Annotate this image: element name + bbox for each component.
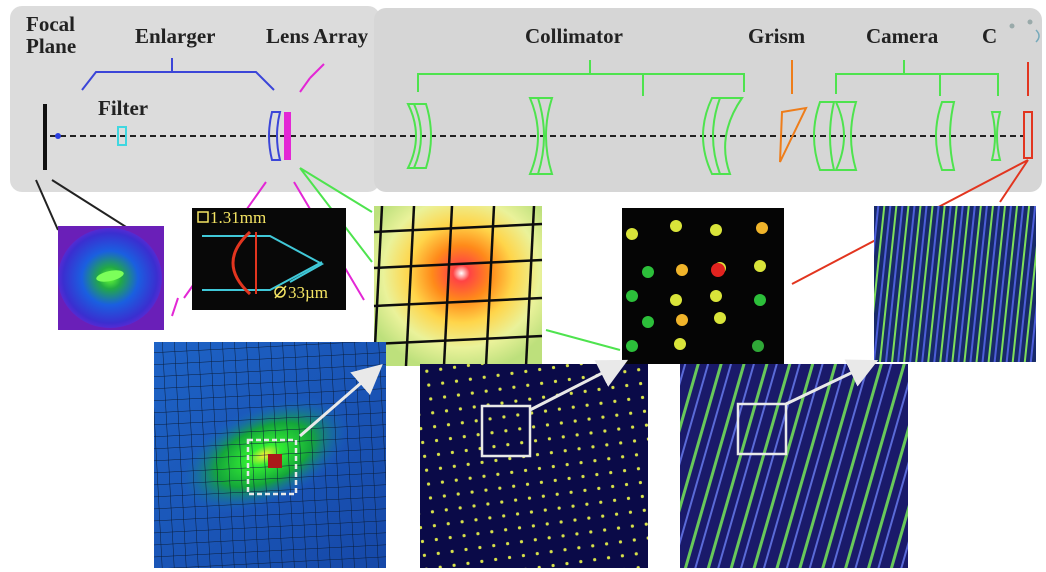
- spot-dot: [670, 220, 682, 232]
- focal-plane-label-1: Focal: [26, 12, 75, 36]
- spot-dot: [714, 312, 726, 324]
- center-spot-dot: [711, 263, 725, 277]
- background-panels: [10, 6, 1042, 192]
- spot-dot: [676, 314, 688, 326]
- spot-array-inset: [622, 208, 784, 364]
- grism-label: Grism: [748, 24, 806, 48]
- spectrum-zoom-inset: [874, 206, 1036, 362]
- focal-plane-label-2: Plane: [26, 34, 77, 58]
- camera-lenses: [813, 101, 1002, 171]
- inset-diameter-label: 33µm: [288, 283, 329, 302]
- filter-label: Filter: [98, 96, 149, 120]
- psf-inset: [58, 226, 164, 330]
- artifact-glyph: [1009, 19, 1040, 43]
- spot-dot: [642, 316, 654, 328]
- enlarger-lens: [268, 111, 282, 161]
- spot-dot: [754, 294, 766, 306]
- ccd-detector: [1023, 62, 1033, 159]
- filter-element: [117, 126, 127, 146]
- collimator-bracket: [417, 60, 745, 96]
- collimator-label: Collimator: [525, 24, 623, 48]
- zoom-arrows: [299, 359, 879, 438]
- focal-plane: [43, 104, 61, 170]
- spot-dot: [642, 266, 654, 278]
- spot-dot: [626, 340, 638, 352]
- spot-dot: [670, 294, 682, 306]
- spot-dot: [710, 290, 722, 302]
- inset-size-label: 1.31mm: [210, 208, 267, 227]
- spot-dot: [710, 224, 722, 236]
- lens-array: [284, 63, 325, 160]
- collimator-lenses: [406, 97, 744, 175]
- spectral-stripe-panel: [680, 364, 908, 568]
- camera-label: Camera: [866, 24, 939, 48]
- focal-image-panel: [154, 342, 386, 568]
- spot-dot: [754, 260, 766, 272]
- enlarger-label: Enlarger: [135, 24, 216, 48]
- ccd-label: C: [982, 24, 998, 48]
- spot-dot: [756, 222, 768, 234]
- lens-array-label: Lens Array: [266, 24, 369, 48]
- spot-dot: [676, 264, 688, 276]
- dot-field-panel: [420, 364, 648, 568]
- spot-grid-inset: [372, 205, 543, 367]
- camera-bracket: [835, 60, 999, 96]
- enlarger-bracket: [81, 58, 275, 91]
- spot-dot: [752, 340, 764, 352]
- grism: [779, 60, 808, 163]
- spot-dot: [674, 338, 686, 350]
- spot-dot: [626, 290, 638, 302]
- lens-geometry-inset: [192, 208, 346, 310]
- spot-dot: [626, 228, 638, 240]
